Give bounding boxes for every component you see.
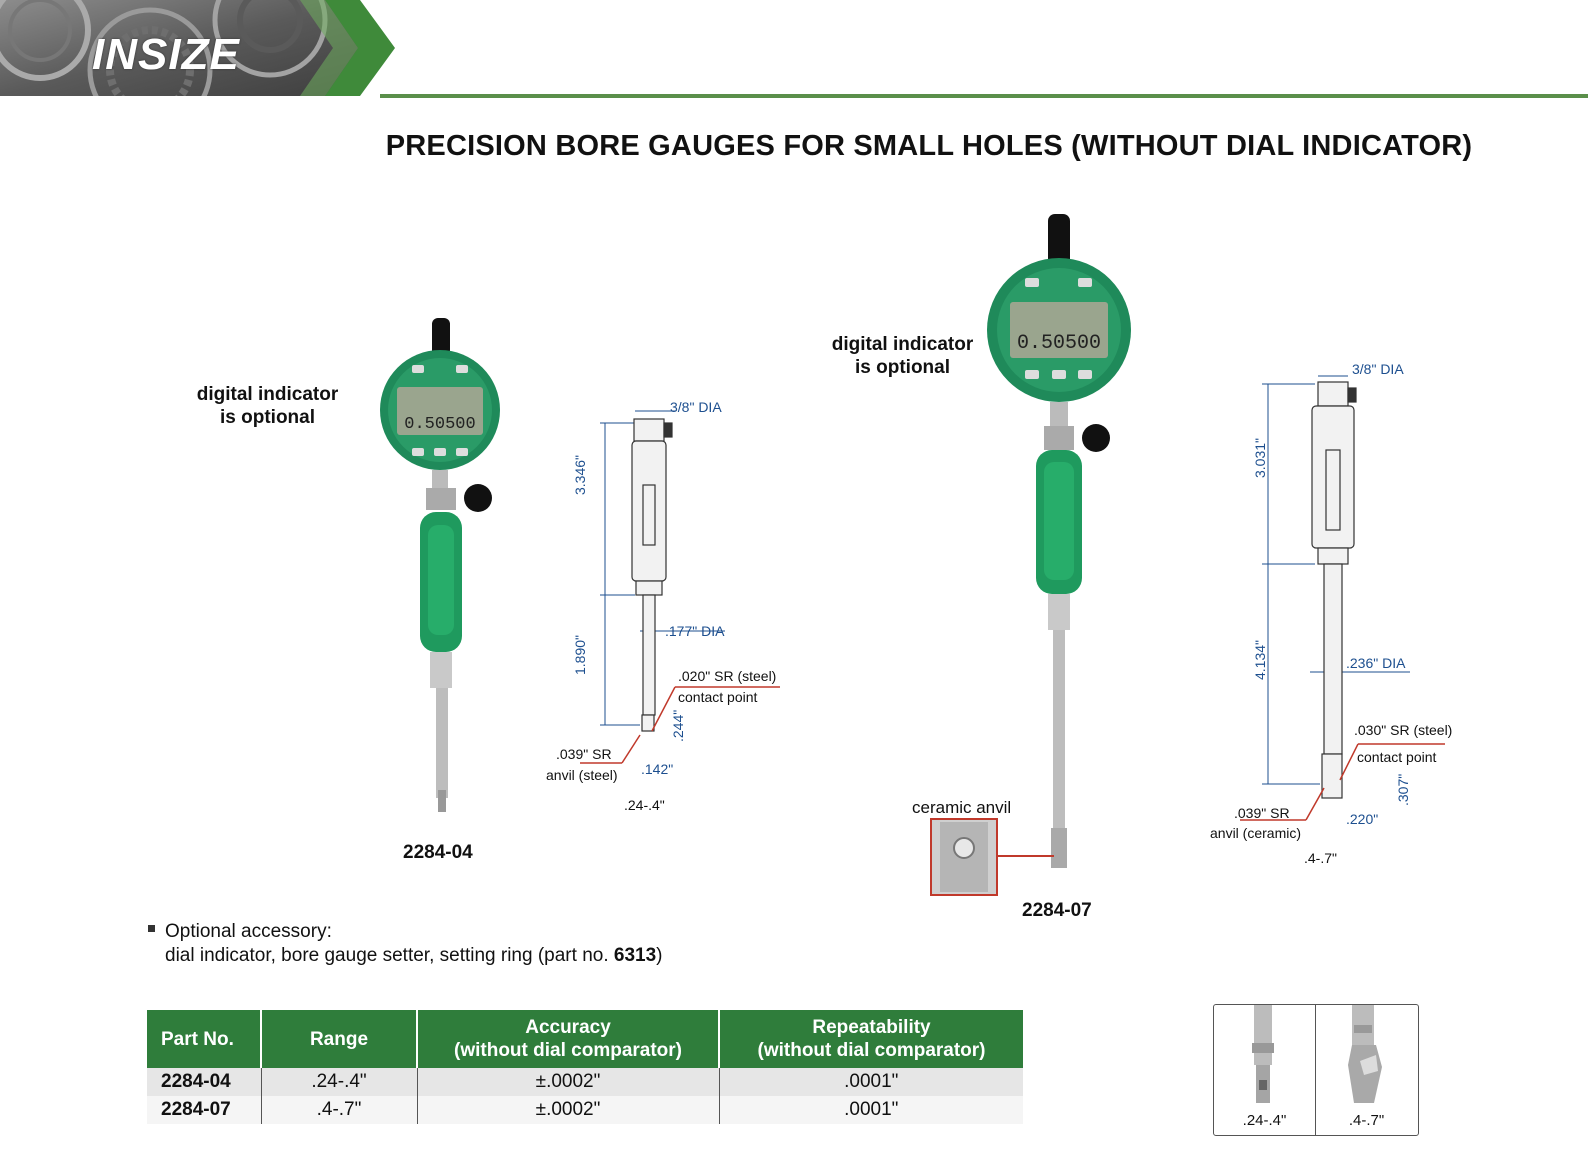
left-note-line2: is optional	[220, 407, 315, 428]
left-lower-length: 1.890"	[572, 634, 588, 675]
ceramic-anvil-label: ceramic anvil	[912, 798, 1012, 817]
left-range-label: .24-.4"	[624, 797, 665, 813]
thumb-label-small: .24-.4"	[1242, 1112, 1287, 1129]
left-dimension-drawing	[580, 410, 780, 764]
right-anvil-sr: .039" SR	[1234, 805, 1290, 821]
probe-thumbnails: .24-.4" .4-.7"	[1213, 1004, 1419, 1136]
header-divider	[380, 94, 1588, 98]
col-repeatability: Repeatability(without dial comparator)	[719, 1010, 1023, 1068]
header-machinery-photo	[0, 0, 395, 96]
right-range-label: .4-.7"	[1304, 850, 1337, 866]
right-upper-length: 3.031"	[1252, 437, 1268, 478]
left-indicator-note: digital indicator is optional	[185, 383, 350, 429]
left-top-dia: 3/8" DIA	[670, 399, 722, 415]
right-gauge-image: 0.50500	[987, 214, 1131, 868]
right-note-line1: digital indicator	[831, 334, 974, 355]
cell-range: .4-.7"	[261, 1096, 418, 1124]
ceramic-anvil-closeup	[930, 818, 1054, 896]
right-tip-height: .307"	[1395, 773, 1411, 806]
left-model-number: 2284-04	[403, 842, 473, 863]
cell-range: .24-.4"	[261, 1068, 418, 1096]
thumb-large-range: .4-.7"	[1316, 1005, 1417, 1135]
accessory-part-number: 6313	[613, 945, 657, 966]
thumb-large-probe-image	[1348, 1005, 1382, 1103]
right-dimension-drawing	[1240, 375, 1445, 821]
left-anvil-sr: .039" SR	[556, 746, 612, 762]
left-tip-height: .244"	[670, 709, 686, 742]
thumb-label-large: .4-.7"	[1348, 1112, 1385, 1129]
thumb-small-probe-image	[1252, 1005, 1274, 1103]
left-note-line1: digital indicator	[196, 384, 339, 405]
left-upper-length: 3.346"	[572, 454, 588, 495]
table-row: 2284-07 .4-.7" ±.0002" .0001"	[147, 1096, 1023, 1124]
accessory-note: Optional accessory: dial indicator, bore…	[148, 920, 663, 968]
thumb-small-range: .24-.4"	[1214, 1005, 1316, 1135]
right-anvil-label: anvil (ceramic)	[1210, 825, 1302, 841]
bullet-icon	[148, 925, 155, 933]
right-top-dia: 3/8" DIA	[1352, 361, 1404, 377]
accessory-line1: Optional accessory:	[165, 921, 332, 942]
right-display-readout: 0.50500	[1017, 332, 1101, 355]
table-header-row: Part No. Range Accuracy(without dial com…	[147, 1010, 1023, 1068]
cell-part: 2284-07	[147, 1096, 262, 1124]
left-anvil-label: anvil (steel)	[546, 767, 618, 783]
left-rod-dia: .177" DIA	[665, 623, 725, 639]
page-header: INSIZE	[0, 0, 1588, 100]
left-contact-sr: .020" SR (steel)	[678, 668, 777, 684]
cell-repeatability: .0001"	[719, 1068, 1023, 1096]
col-range: Range	[261, 1010, 418, 1068]
cell-part: 2284-04	[147, 1068, 262, 1096]
left-gauge-image: 0.50500	[380, 318, 500, 812]
right-tip-width: .220"	[1346, 811, 1379, 827]
accessory-line2-suffix: )	[656, 945, 663, 966]
accessory-line2-text: dial indicator, bore gauge setter, setti…	[165, 945, 614, 966]
left-contact-label: contact point	[678, 689, 758, 705]
right-rod-dia: .236" DIA	[1346, 655, 1406, 671]
col-part-number: Part No.	[147, 1010, 262, 1068]
cell-accuracy: ±.0002"	[417, 1096, 720, 1124]
left-tip-width: .142"	[641, 761, 674, 777]
right-contact-sr: .030" SR (steel)	[1354, 722, 1453, 738]
right-note-line2: is optional	[855, 357, 950, 378]
right-lower-length: 4.134"	[1252, 639, 1268, 680]
cell-repeatability: .0001"	[719, 1096, 1023, 1124]
right-contact-label: contact point	[1357, 749, 1437, 765]
left-display-readout: 0.50500	[404, 415, 475, 434]
page-title: PRECISION BORE GAUGES FOR SMALL HOLES (W…	[385, 130, 1473, 162]
table-row: 2284-04 .24-.4" ±.0002" .0001"	[147, 1068, 1023, 1096]
col-accuracy: Accuracy(without dial comparator)	[417, 1010, 720, 1068]
right-indicator-note: digital indicator is optional	[820, 333, 985, 379]
spec-table: Part No. Range Accuracy(without dial com…	[147, 1010, 1023, 1124]
brand-logo: INSIZE	[92, 30, 240, 79]
right-model-number: 2284-07	[1022, 900, 1092, 921]
cell-accuracy: ±.0002"	[417, 1068, 720, 1096]
